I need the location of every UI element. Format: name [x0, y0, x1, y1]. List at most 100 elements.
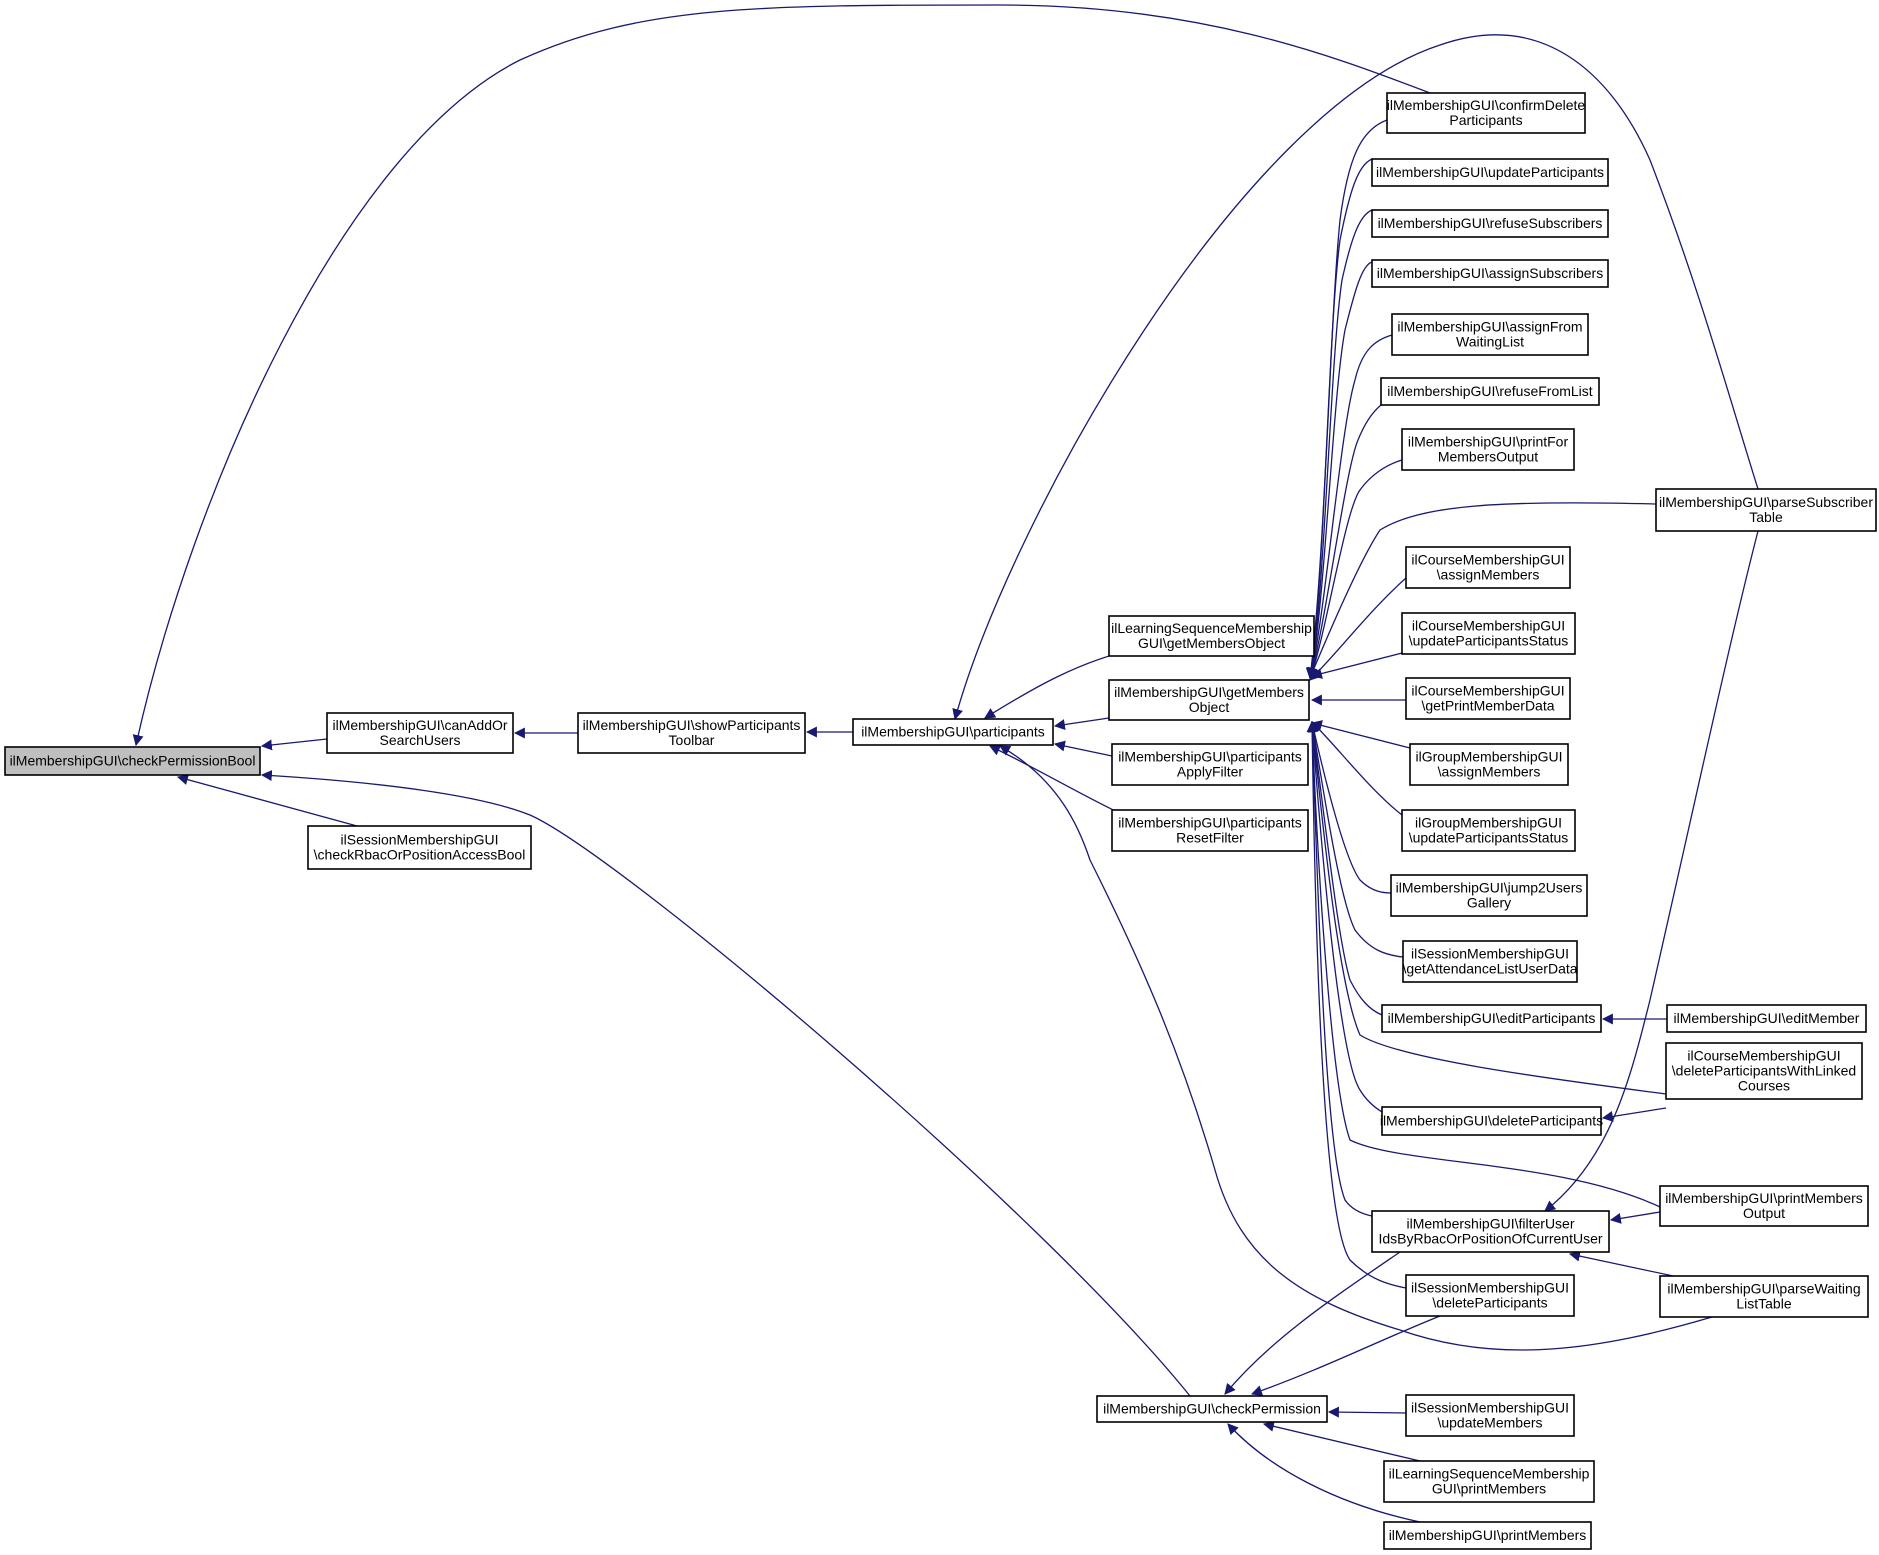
- node-sessRbacBool[interactable]: ilSessionMembershipGUI\checkRbacOrPositi…: [307, 825, 532, 870]
- node-box: [1386, 92, 1586, 134]
- node-box: [307, 825, 532, 870]
- node-label: GUI\getMembersObject: [1138, 635, 1285, 651]
- node-updateParticipants[interactable]: ilMembershipGUI\updateParticipants: [1371, 158, 1609, 187]
- node-lsGetMembersObject[interactable]: ilLearningSequenceMembershipGUI\getMembe…: [1108, 615, 1315, 657]
- node-crsDeleteLinked[interactable]: ilCourseMembershipGUI\deleteParticipants…: [1665, 1042, 1863, 1100]
- node-label: ilMembershipGUI\participants: [861, 724, 1045, 740]
- node-label: \getAttendanceListUserData: [1402, 961, 1577, 977]
- node-label: \updateMembers: [1437, 1415, 1542, 1431]
- node-label: ilCourseMembershipGUI: [1411, 552, 1564, 568]
- edge-getMembersObject-to-editParticipants: [1307, 720, 1383, 1016]
- node-label: ilMembershipGUI\canAddOr: [332, 717, 507, 733]
- node-label: ilMembershipGUI\updateParticipants: [1376, 164, 1604, 180]
- edge-filterUser-to-printMembersOutput: [1609, 1211, 1661, 1224]
- node-label: ilMembershipGUI\getMembers: [1114, 684, 1304, 700]
- edge-getMembersObject-to-grpAssignMembers: [1310, 720, 1411, 749]
- node-checkPermission[interactable]: ilMembershipGUI\checkPermission: [1096, 1395, 1328, 1423]
- node-label: ilCourseMembershipGUI: [1411, 683, 1564, 699]
- edge-root-to-sessRbacBool: [176, 774, 358, 827]
- edge-root-to-canAddOr: [260, 738, 328, 751]
- node-box: [1391, 313, 1589, 356]
- edge-getMembersObject-to-crsDeleteLinked: [1307, 720, 1667, 1095]
- node-box: [1659, 1275, 1869, 1318]
- node-box: [1371, 259, 1609, 288]
- edge-getMembersObject-to-updateParticipants: [1306, 158, 1373, 680]
- node-label: \assignMembers: [1437, 567, 1540, 583]
- node-label: ilMembershipGUI\editMember: [1674, 1010, 1860, 1026]
- edge-getMembersObject-to-jump2Users: [1308, 720, 1392, 894]
- node-label: \getPrintMemberData: [1421, 698, 1554, 714]
- node-label: MembersOutput: [1438, 449, 1538, 465]
- node-box: [1371, 158, 1609, 187]
- node-grpAssignMembers[interactable]: ilGroupMembershipGUI\assignMembers: [1409, 743, 1569, 786]
- node-sessUpdateMembers[interactable]: ilSessionMembershipGUI\updateMembers: [1405, 1394, 1575, 1437]
- node-filterUser[interactable]: ilMembershipGUI\filterUserIdsByRbacOrPos…: [1371, 1210, 1610, 1253]
- node-deleteParticipants[interactable]: ilMembershipGUI\deleteParticipants: [1380, 1106, 1603, 1136]
- node-label: \updateParticipantsStatus: [1409, 633, 1569, 649]
- node-label: \deleteParticipants: [1432, 1295, 1547, 1311]
- node-box: [1380, 377, 1600, 406]
- node-box: [1096, 1395, 1328, 1423]
- edge-root-to-confirmDelete: [132, 4, 1431, 747]
- node-label: ilMembershipGUI\deleteParticipants: [1380, 1113, 1603, 1129]
- node-label: ilMembershipGUI\confirmDelete: [1387, 97, 1586, 113]
- node-label: ilLearningSequenceMembership: [1389, 1466, 1590, 1482]
- edge-checkPermission-to-printMembers: [1227, 1423, 1421, 1523]
- edge-participants-to-partApplyFilter: [1053, 740, 1113, 757]
- node-crsPrintMemberData[interactable]: ilCourseMembershipGUI\getPrintMemberData: [1405, 677, 1571, 720]
- node-label: ApplyFilter: [1177, 764, 1243, 780]
- node-box: [577, 712, 806, 754]
- edge-checkPermission-to-filterUser: [1224, 1251, 1401, 1395]
- node-box: [1402, 940, 1578, 983]
- node-label: ilMembershipGUI\refuseFromList: [1387, 383, 1592, 399]
- node-getMembersObject[interactable]: ilMembershipGUI\getMembersObject: [1108, 679, 1310, 721]
- node-lsPrintMembers[interactable]: ilLearningSequenceMembershipGUI\printMem…: [1383, 1460, 1595, 1503]
- node-label: Toolbar: [669, 732, 715, 748]
- node-box: [1401, 809, 1576, 852]
- node-sessAttendance[interactable]: ilSessionMembershipGUI\getAttendanceList…: [1402, 940, 1578, 983]
- node-label: ilMembershipGUI\assignFrom: [1397, 319, 1582, 335]
- edge-getMembersObject-to-assignSubscribers: [1306, 261, 1373, 680]
- node-assignSubscribers[interactable]: ilMembershipGUI\assignSubscribers: [1371, 259, 1609, 288]
- node-box: [1108, 679, 1310, 721]
- node-root[interactable]: ilMembershipGUI\checkPermissionBool: [4, 746, 261, 776]
- node-grpUpdateStatus[interactable]: ilGroupMembershipGUI\updateParticipantsS…: [1401, 809, 1576, 852]
- node-label: ilMembershipGUI\participants: [1118, 815, 1302, 831]
- edge-getMembersObject-to-parseSubscriberTable: [1308, 502, 1657, 680]
- nodes-layer: ilMembershipGUI\checkPermissionBool ilMem…: [4, 92, 1877, 1550]
- node-participants[interactable]: ilMembershipGUI\participants: [852, 718, 1054, 746]
- node-crsUpdateStatus[interactable]: ilCourseMembershipGUI\updateParticipants…: [1401, 612, 1576, 655]
- edge-root-to-checkPermission: [260, 770, 1191, 1397]
- node-editMember[interactable]: ilMembershipGUI\editMember: [1666, 1004, 1867, 1033]
- node-label: ilMembershipGUI\editParticipants: [1388, 1010, 1596, 1026]
- node-label: \assignMembers: [1438, 764, 1541, 780]
- node-label: \deleteParticipantsWithLinked: [1672, 1063, 1856, 1079]
- node-editParticipants[interactable]: ilMembershipGUI\editParticipants: [1381, 1004, 1602, 1033]
- node-printMembers[interactable]: ilMembershipGUI\printMembers: [1383, 1521, 1592, 1550]
- node-label: ilMembershipGUI\printMembers: [1389, 1527, 1587, 1543]
- node-box: [1666, 1004, 1867, 1033]
- node-label: Output: [1743, 1205, 1785, 1221]
- node-label: ilMembershipGUI\parseWaiting: [1667, 1281, 1860, 1297]
- node-confirmDelete[interactable]: ilMembershipGUI\confirmDeleteParticipant…: [1386, 92, 1586, 134]
- node-label: ilSessionMembershipGUI: [1411, 946, 1569, 962]
- node-sessDeleteParticipants[interactable]: ilSessionMembershipGUI\deleteParticipant…: [1405, 1274, 1575, 1317]
- node-label: ilMembershipGUI\printFor: [1408, 434, 1569, 450]
- node-refuseSubscribers[interactable]: ilMembershipGUI\refuseSubscribers: [1371, 209, 1609, 238]
- node-label: ilMembershipGUI\participants: [1118, 749, 1302, 765]
- node-refuseFromList[interactable]: ilMembershipGUI\refuseFromList: [1380, 377, 1600, 406]
- node-label: Participants: [1449, 112, 1522, 128]
- edge-checkPermission-to-sessUpdateMembers: [1327, 1406, 1407, 1418]
- node-crsAssignMembers[interactable]: ilCourseMembershipGUI\assignMembers: [1405, 546, 1571, 589]
